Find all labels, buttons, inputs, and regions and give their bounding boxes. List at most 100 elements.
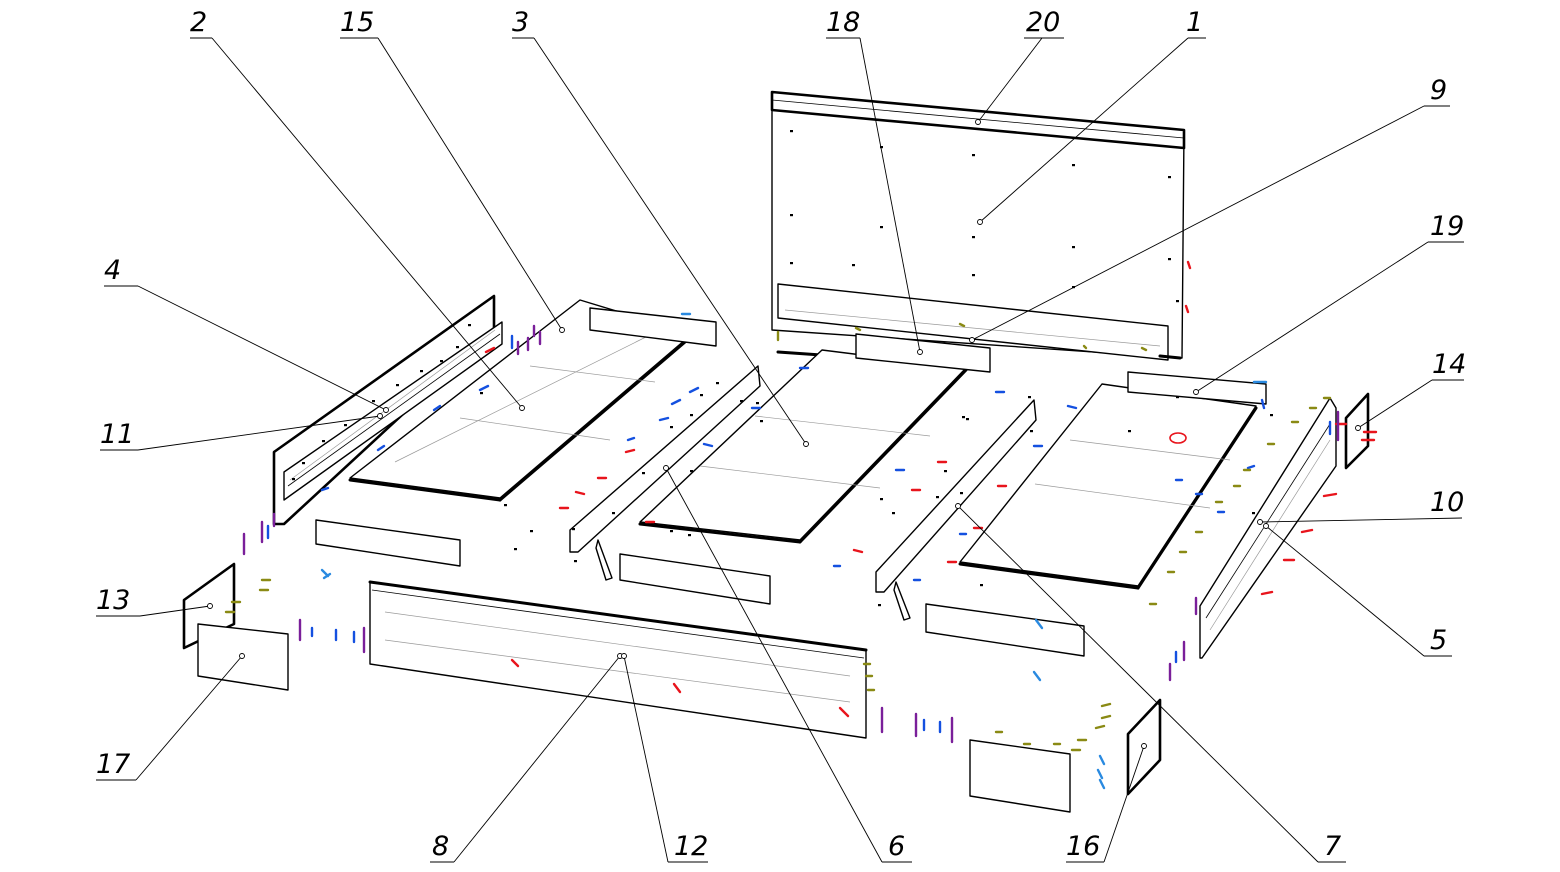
- drill-hole: [756, 402, 759, 405]
- drill-hole: [420, 370, 423, 373]
- eccentric-fastener: [958, 322, 966, 328]
- callout-11: 11: [100, 413, 383, 451]
- callout-13: 13: [96, 585, 213, 617]
- drill-hole: [1168, 258, 1171, 261]
- drill-hole: [670, 530, 673, 533]
- drill-hole: [1176, 396, 1179, 399]
- front-rail-panel: [368, 580, 868, 739]
- dowel-fastener: [1260, 398, 1266, 410]
- callout-4-label: 4: [104, 255, 121, 286]
- drill-hole: [790, 262, 793, 265]
- light_blue-fastener: [1096, 768, 1104, 780]
- drill-hole: [962, 416, 965, 419]
- drill-hole: [880, 146, 883, 149]
- callout-17: 17: [96, 653, 245, 781]
- drill-hole: [1176, 300, 1179, 303]
- screw-fastener: [510, 658, 520, 668]
- callout-14-label: 14: [1432, 349, 1466, 380]
- drill-hole: [322, 440, 325, 443]
- drill-hole: [372, 400, 375, 403]
- drill-hole: [1252, 512, 1255, 515]
- drill-hole: [396, 384, 399, 387]
- callout-11-label: 11: [100, 419, 134, 450]
- screw-fastener: [852, 548, 864, 554]
- drill-hole: [892, 512, 895, 515]
- callout-19: 19: [1193, 211, 1464, 395]
- drill-hole: [572, 528, 575, 531]
- screw-fastener: [624, 448, 636, 454]
- drill-hole: [612, 512, 615, 515]
- drill-hole: [944, 470, 947, 473]
- light_blue-fastener: [1098, 778, 1106, 790]
- drill-hole: [880, 226, 883, 229]
- dowel-fastener: [688, 386, 700, 394]
- callout-labels: 1 2 3 4 5 6 7: [96, 7, 1466, 863]
- callout-9-label: 9: [1430, 75, 1447, 106]
- drill-hole: [1072, 246, 1075, 249]
- drill-hole: [1168, 176, 1171, 179]
- center-slat-platform: [638, 333, 991, 544]
- screw-fastener: [1184, 304, 1190, 314]
- callout-15: 15: [340, 7, 565, 333]
- callout-8-label: 8: [432, 831, 449, 862]
- headboard-panel: [770, 90, 1186, 361]
- callout-10: 10: [1257, 487, 1464, 525]
- fasteners: [224, 260, 1378, 790]
- eccentric-fastener: [1094, 724, 1106, 730]
- drill-hole: [468, 324, 471, 327]
- drill-hole: [530, 530, 533, 533]
- callout-20: 20: [975, 7, 1064, 125]
- drill-hole: [966, 418, 969, 421]
- screw-fastener: [1186, 260, 1192, 270]
- dowel-fastener: [320, 486, 330, 492]
- drill-hole: [440, 360, 443, 363]
- drill-hole: [740, 400, 743, 403]
- drill-hole: [514, 548, 517, 551]
- drill-hole: [1072, 164, 1075, 167]
- right-slat-platform: [958, 371, 1267, 590]
- leg-back-right: [1344, 392, 1370, 470]
- callout-15-label: 15: [340, 7, 374, 38]
- drill-hole: [1028, 396, 1031, 399]
- callout-2-label: 2: [190, 7, 207, 38]
- light_blue-fastener: [1034, 618, 1044, 630]
- callout-9: 9: [969, 75, 1450, 343]
- callout-12: 12: [621, 653, 708, 863]
- eccentric-fastener: [1082, 344, 1088, 350]
- callout-6: 6: [663, 465, 912, 863]
- eccentric-fastener: [854, 326, 862, 332]
- drill-hole: [574, 560, 577, 563]
- callout-5: 5: [1263, 523, 1452, 657]
- drill-hole: [292, 478, 295, 481]
- drill-hole: [504, 504, 507, 507]
- drill-hole: [302, 462, 305, 465]
- drill-hole: [790, 130, 793, 133]
- drill-holes: [292, 130, 1273, 607]
- eccentric-fastener: [1100, 714, 1112, 720]
- drill-hole: [1128, 430, 1131, 433]
- screw-fastener: [1300, 528, 1314, 534]
- dowel-fastener: [702, 442, 714, 448]
- drill-hole: [456, 346, 459, 349]
- dowel-fastener: [670, 398, 682, 406]
- callout-10-label: 10: [1430, 487, 1464, 518]
- callout-16: 16: [1066, 743, 1147, 863]
- callout-2: 2: [190, 7, 525, 411]
- light_blue-fastener: [1032, 670, 1042, 682]
- drill-hole: [690, 470, 693, 473]
- cross-board-right: [925, 603, 1085, 657]
- drill-hole: [960, 492, 963, 495]
- callout-17-label: 17: [96, 749, 130, 780]
- screw-fastener: [1322, 492, 1338, 498]
- callout-14: 14: [1355, 349, 1466, 431]
- callout-3: 3: [512, 7, 809, 447]
- screw-fastener: [484, 346, 496, 354]
- leg-panel-front-right: [969, 739, 1071, 813]
- dowel-fastener: [1066, 404, 1078, 410]
- dowel-fastener: [432, 404, 442, 412]
- drill-hole: [972, 236, 975, 239]
- callout-1: 1: [977, 7, 1206, 225]
- screw-fastener: [838, 706, 850, 718]
- callout-3-label: 3: [512, 7, 529, 38]
